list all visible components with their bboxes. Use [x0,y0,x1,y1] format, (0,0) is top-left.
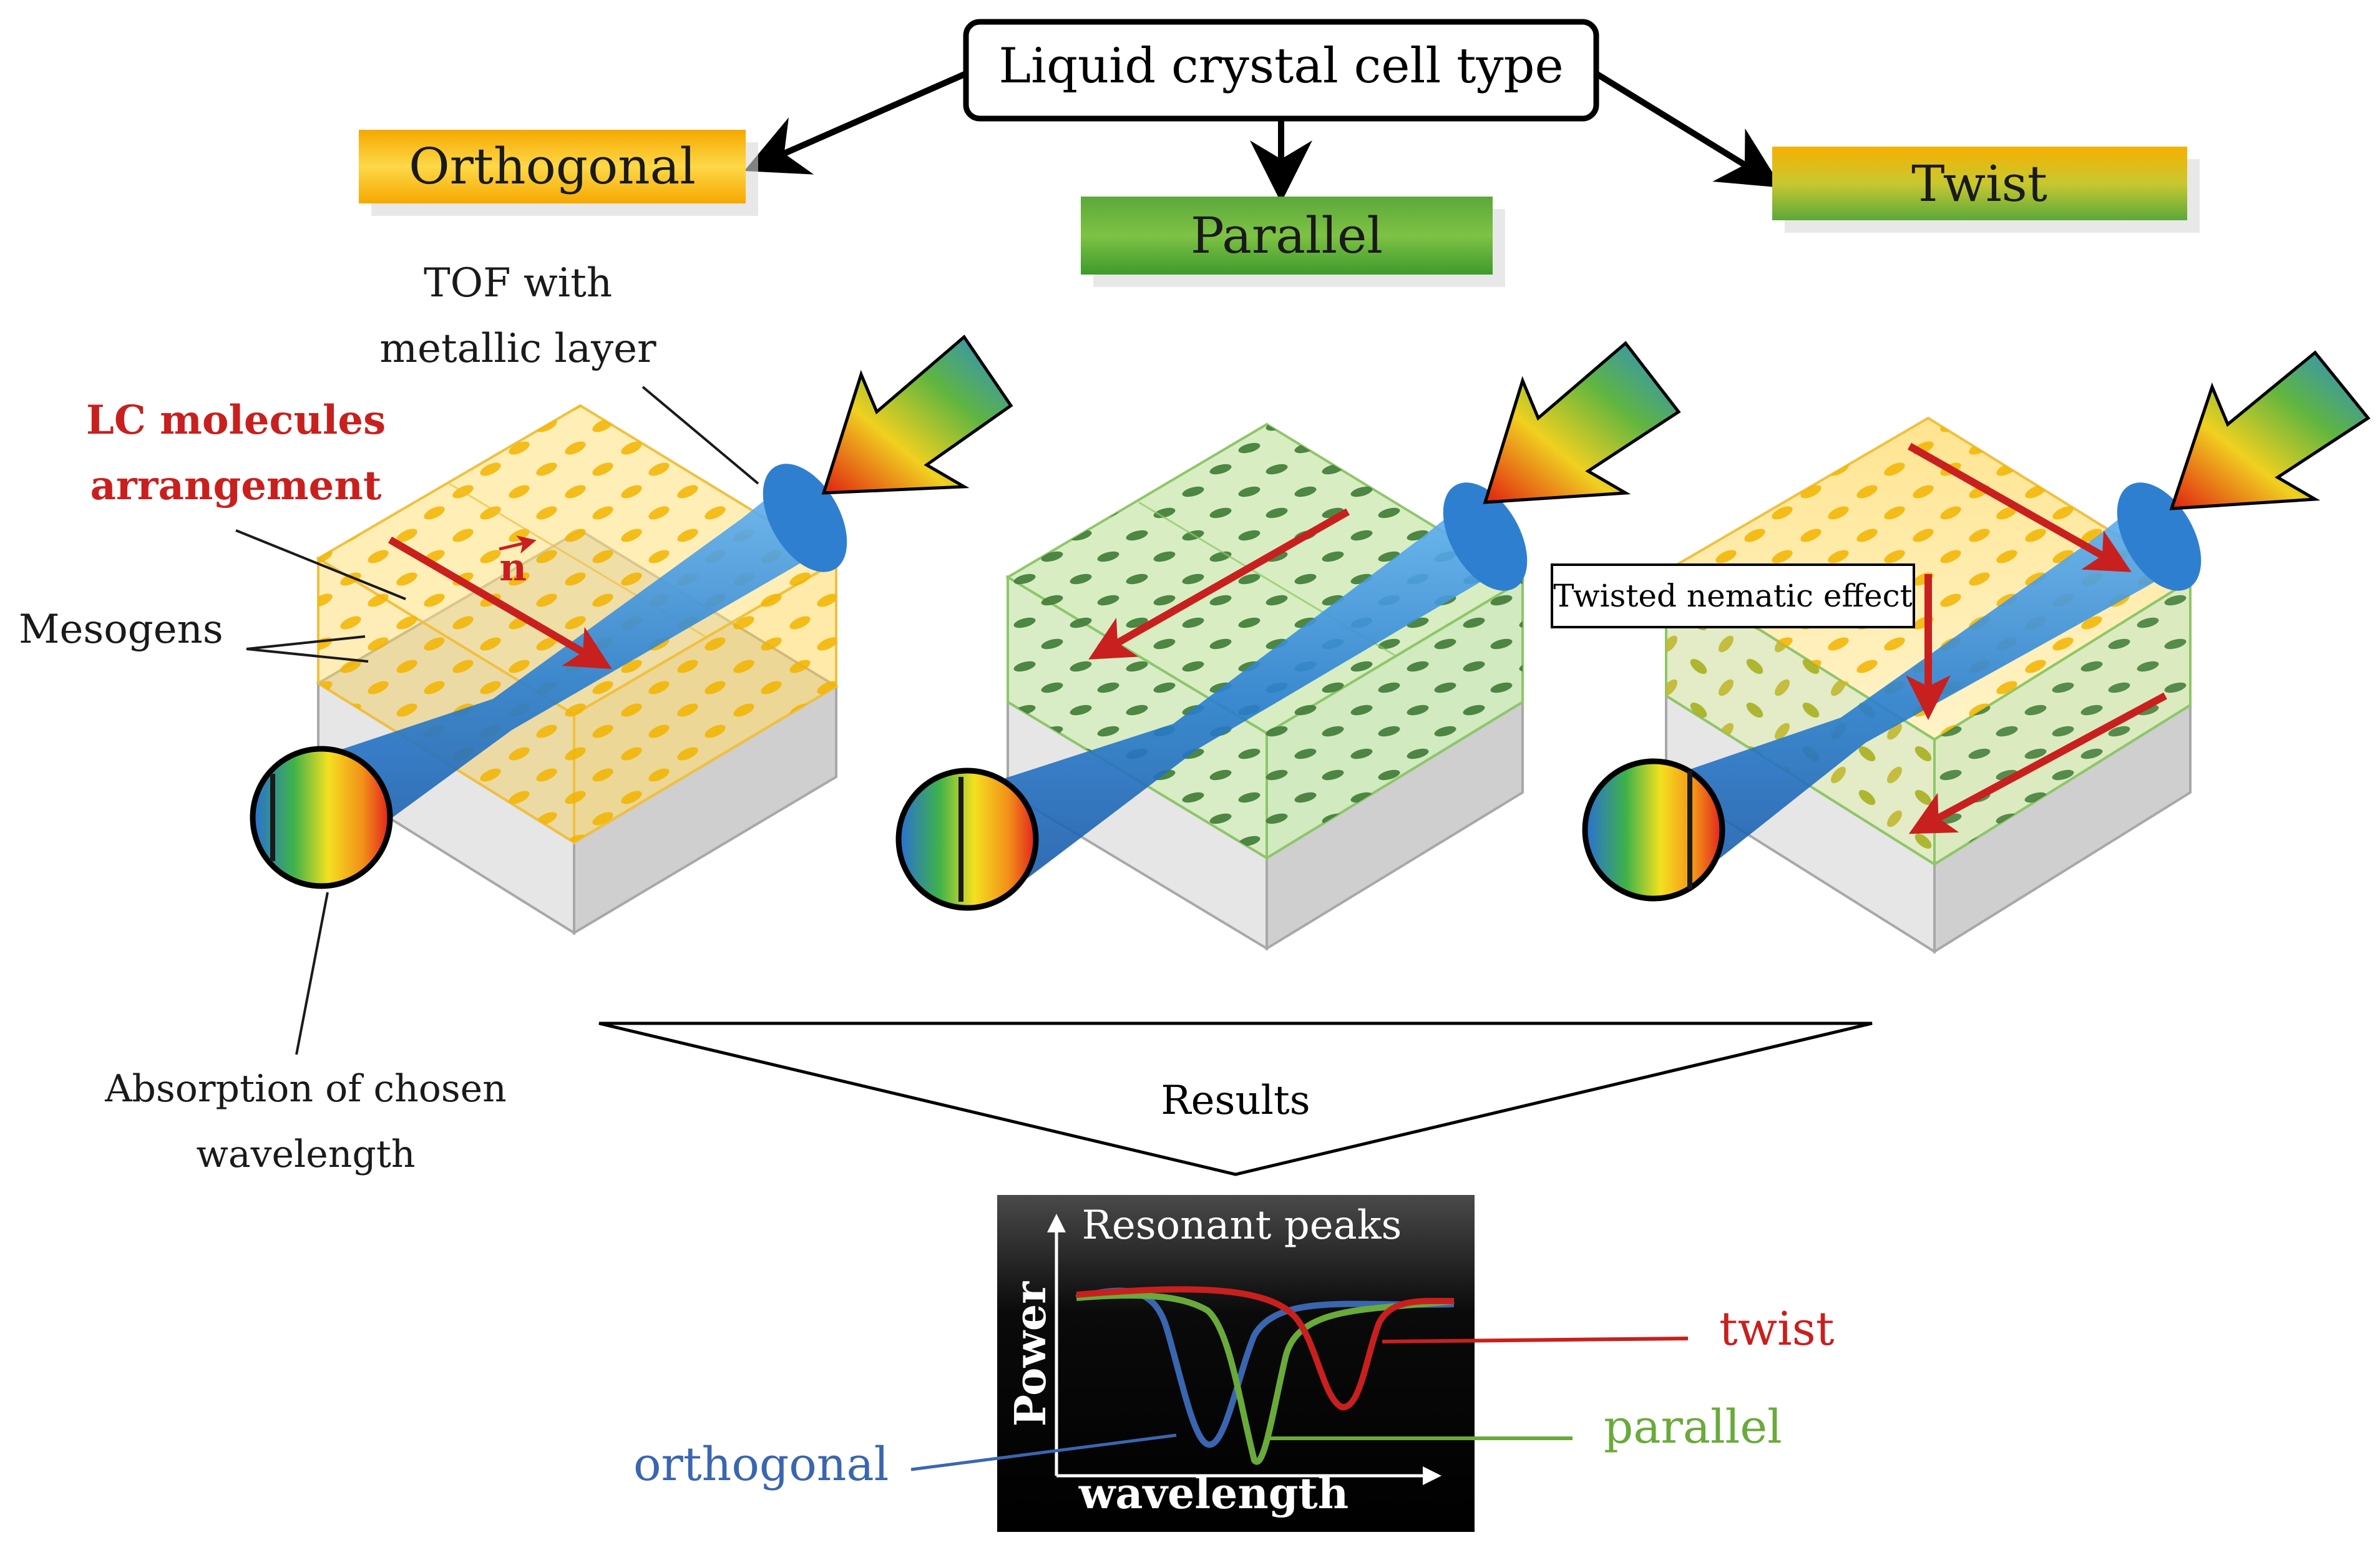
absorption-label-line2: wavelength [196,1133,415,1176]
lc-molecules-front [1666,571,1934,864]
input-light-arrow [2169,350,2371,510]
root-label: Liquid crystal cell type [998,38,1563,94]
curve-twist [1076,1286,1455,1411]
type-box-orthogonal [359,130,746,203]
legend-twist: twist [1719,1302,1835,1356]
twisted-effect-label: Twisted nematic effect [1553,578,1912,614]
tof-label-line1: TOF with [424,260,612,306]
fiber-taper [961,512,1504,886]
leader-twist [1382,1337,1689,1343]
tof-label-line2: metallic layer [379,326,656,372]
director-vector-bar [499,535,537,554]
lc-molecules-right [574,562,836,842]
legend-orthogonal: orthogonal [633,1438,889,1491]
graph-panel: Resonant peaks Power wavelength twist pa… [633,1195,1835,1532]
type-label-twist: Twist [1911,155,2047,213]
lc-molecules-right [1267,580,1523,858]
type-parallel: Parallel [1081,197,1505,287]
fiber-spectrum-disc [895,768,1039,911]
type-label-orthogonal: Orthogonal [409,137,696,195]
cell-twist: Twisted nematic effect [1551,350,2371,954]
type-box-twist [1772,147,2187,220]
type-label-parallel: Parallel [1191,207,1383,265]
annotation-mesogens: Mesogens [19,607,369,663]
twisted-effect-box [1551,563,1915,628]
absorption-label-line1: Absorption of chosen [104,1067,507,1111]
input-light-arrow [821,334,1013,495]
director-label: n [499,546,527,590]
tree-connectors [744,71,1782,203]
director-arrow [1088,508,1350,660]
annotation-tof: TOF with metallic layer [379,260,759,485]
type-box-parallel [1081,197,1493,275]
x-axis-label: wavelength [1078,1469,1349,1519]
arrow-to-orthogonal [744,71,968,175]
results-triangle [598,1021,1873,1176]
arrow-to-twist [1594,71,1782,188]
type-orthogonal: Orthogonal [359,130,758,216]
type-twist: Twist [1772,147,2200,233]
lc-label-line2: arrangement [90,462,382,509]
director-arrow [388,536,612,670]
input-light-arrow [1483,341,1681,504]
cell-parallel [895,341,1681,951]
mesogens-pointer-2 [246,648,369,663]
lc-molecules-front [318,558,574,842]
results-label: Results [1161,1078,1310,1124]
tof-pointer [641,386,759,485]
mesogens-label: Mesogens [19,607,223,653]
y-axis-label: Power [1006,1281,1056,1426]
fiber-spectrum-disc [1582,758,1725,902]
fiber-spectrum-disc [250,746,393,889]
bottom-director-arrow [1908,692,2167,834]
top-director-arrow [1908,442,2132,572]
curve-parallel [1076,1292,1455,1465]
lc-label-line1: LC molecules [86,397,386,444]
legend-parallel: parallel [1604,1400,1782,1454]
results-funnel: Results [598,1021,1873,1176]
fiber-taper [268,493,824,867]
fiber-taper [1622,512,2178,886]
annotation-absorption: Absorption of chosen wavelength [104,892,507,1176]
lc-pointer [235,529,406,600]
absorption-pointer [295,892,329,1055]
leader-orthogonal [910,1433,1177,1471]
graph-title: Resonant peaks [1082,1202,1402,1249]
fiber-end [2117,482,2202,591]
lc-molecules-front [1008,577,1267,858]
cell-orthogonal: n [250,334,1013,935]
root-node: Liquid crystal cell type [963,19,1599,122]
mesogens-pointer-1 [246,635,366,650]
lc-molecules-right [1934,580,2190,864]
fiber-end [1443,482,1528,591]
annotation-lc: LC molecules arrangement [86,397,406,600]
curve-orthogonal [1075,1287,1455,1448]
